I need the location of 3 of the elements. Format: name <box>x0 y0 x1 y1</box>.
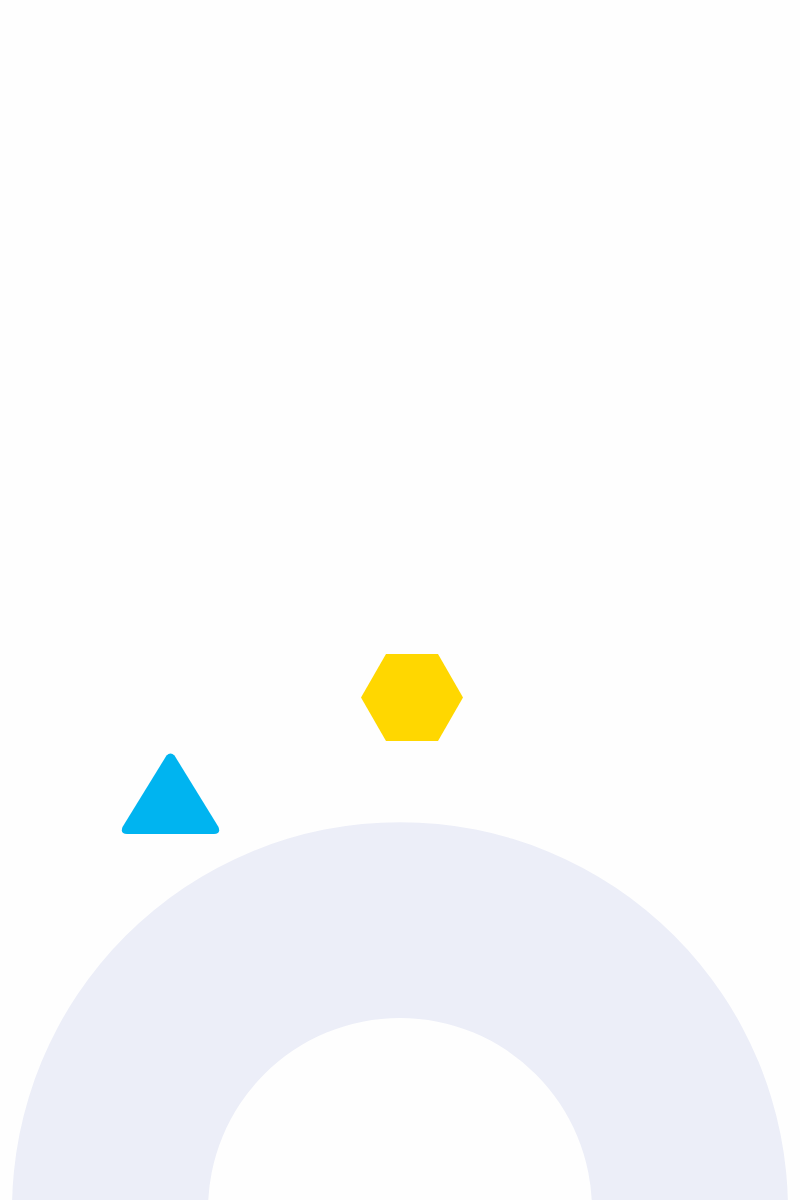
triangle-shape <box>121 753 220 835</box>
hexagon-shape <box>361 654 463 741</box>
ring-shape <box>12 822 788 1200</box>
